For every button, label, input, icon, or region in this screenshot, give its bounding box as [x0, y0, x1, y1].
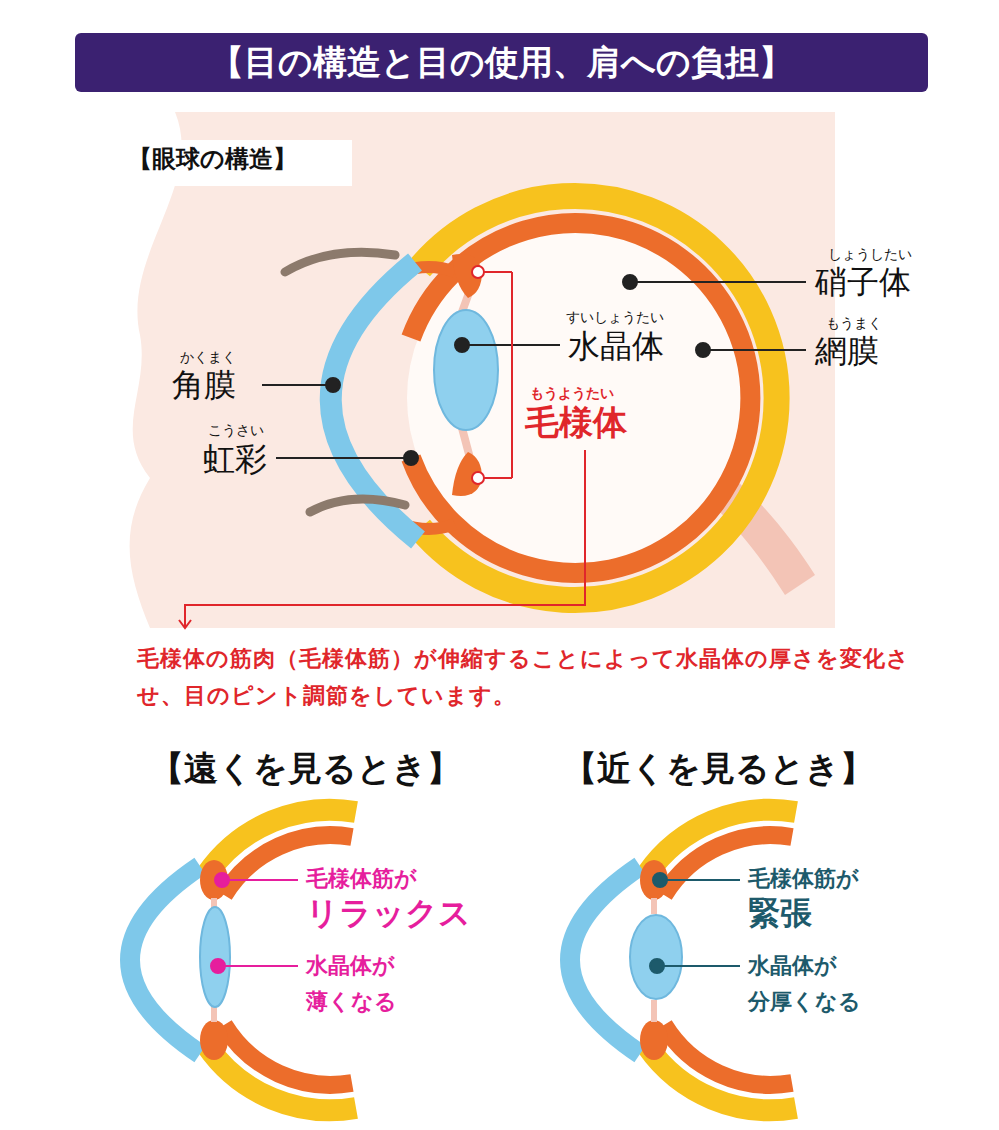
near-eye-part-part — [650, 959, 664, 973]
ciliary-bracket-part — [472, 472, 484, 484]
part-name: 毛様体 — [525, 402, 627, 443]
lashes — [285, 252, 405, 512]
leader-lines-part — [630, 281, 806, 283]
near-eye-part-part — [660, 879, 740, 881]
furigana: もうまく — [826, 315, 882, 332]
part-name: 網膜 — [815, 332, 879, 370]
lens-and-ciliary — [434, 254, 498, 496]
title-banner — [75, 33, 928, 92]
ciliary-bracket-part — [179, 620, 191, 628]
leader-lines-part — [276, 457, 411, 459]
ciliary-bracket-part — [484, 271, 512, 273]
ciliary-bracket-part — [511, 272, 513, 478]
far-eye-part-part — [211, 959, 225, 973]
face-skin-part — [120, 140, 352, 186]
lashes-part — [310, 499, 405, 512]
leader-lines-part — [404, 451, 418, 465]
page-title: 【目の構造と目の使用、肩への負担】 — [75, 39, 928, 87]
part-name: 虹彩 — [203, 440, 267, 478]
furigana: こうさい — [208, 422, 264, 439]
state-label: 毛様体筋が — [306, 866, 417, 892]
near-eye-part-part — [653, 873, 667, 887]
part-name: 水晶体 — [568, 327, 664, 365]
view-heading: 【遠くを見るとき】 — [150, 748, 461, 789]
title-banner-part — [75, 33, 928, 92]
state-label: 薄くなる — [306, 989, 397, 1015]
near-eye-part-part — [657, 965, 740, 967]
leader-lines-part — [262, 384, 333, 386]
ciliary-bracket — [179, 266, 585, 628]
face-skin-part — [130, 112, 835, 628]
face-skin — [120, 112, 835, 628]
state-label: 毛様体筋が — [748, 866, 859, 892]
near-eye-part — [630, 915, 682, 999]
part-name: 角膜 — [172, 366, 236, 404]
state-label: リラックス — [306, 894, 471, 932]
explanation-note: 毛様体の筋肉（毛様体筋）が伸縮することによって水晶体の厚さを変化させ、目のピント… — [137, 640, 937, 715]
ciliary-bracket-part — [484, 477, 512, 479]
leader-lines-part — [455, 338, 469, 352]
eyeball-part — [411, 223, 750, 573]
furigana: かくまく — [180, 349, 236, 366]
far-eye-part-part — [215, 873, 229, 887]
far-eye-part-part — [222, 879, 298, 881]
state-label: 分厚くなる — [748, 989, 861, 1015]
section-heading: 【眼球の構造】 — [128, 145, 297, 174]
state-label: 水晶体が — [748, 953, 837, 979]
view-heading: 【近くを見るとき】 — [563, 748, 874, 789]
part-name: 硝子体 — [815, 263, 911, 301]
leader-lines-part — [696, 343, 710, 357]
ciliary-bracket-part — [472, 266, 484, 278]
state-label: 水晶体が — [306, 953, 395, 979]
furigana: しょうしたい — [828, 246, 912, 263]
far-eye-part — [211, 873, 298, 973]
furigana: もうようたい — [530, 385, 614, 402]
furigana: すいしょうたい — [566, 309, 664, 326]
near-eye-part — [650, 873, 740, 973]
lashes-part — [285, 252, 395, 272]
leader-lines-part — [623, 275, 637, 289]
state-label: 緊張 — [748, 894, 812, 932]
leader-lines — [262, 275, 806, 465]
leader-lines-part — [326, 378, 340, 392]
leader-lines-part — [703, 349, 806, 351]
far-eye-part — [200, 907, 230, 1007]
lens-and-ciliary-part — [434, 310, 498, 430]
far-eye-part-part — [218, 965, 298, 967]
